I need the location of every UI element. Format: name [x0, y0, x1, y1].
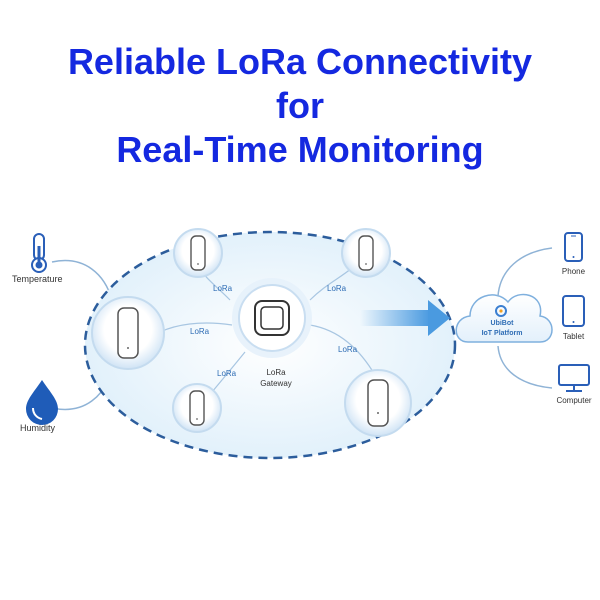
phone-icon: [564, 232, 583, 262]
sensor-bottom-left: [172, 383, 222, 433]
computer-connector: [497, 345, 553, 389]
computer-output: Computer: [556, 364, 592, 405]
lora-label-right: LoRa: [338, 345, 358, 354]
router-icon: [254, 300, 290, 336]
gateway-label-2: Gateway: [260, 379, 292, 388]
title-line-3: Real-Time Monitoring: [116, 129, 484, 170]
tablet-output: Tablet: [562, 295, 585, 341]
computer-label: Computer: [556, 396, 591, 405]
ubibot-logo-icon: [495, 305, 507, 317]
lora-gateway: LoRa Gateway: [232, 278, 312, 388]
lora-label-top-right: LoRa: [327, 284, 347, 293]
output-connectors: [497, 247, 553, 389]
iot-platform-cloud: UbiBot IoT Platform: [455, 293, 553, 343]
uplink-arrow: [360, 300, 450, 336]
temperature-input: Temperature: [12, 233, 63, 284]
phone-connector: [497, 247, 553, 297]
lora-label-top-left: LoRa: [213, 284, 233, 293]
thermometer-icon: [31, 233, 47, 273]
platform-subtitle: IoT Platform: [482, 330, 523, 337]
temperature-label: Temperature: [12, 274, 63, 284]
title-line-2: for: [276, 85, 324, 126]
platform-name: UbiBot: [491, 320, 515, 327]
humidity-input: Humidity: [20, 380, 58, 433]
lora-label-bottom-left: LoRa: [217, 369, 237, 378]
sensor-top-left: [173, 228, 223, 278]
tablet-label: Tablet: [563, 332, 585, 341]
lora-label-left: LoRa: [190, 327, 210, 336]
phone-label: Phone: [562, 267, 586, 276]
sensor-left: [91, 296, 165, 370]
computer-icon: [558, 364, 590, 392]
humidity-label: Humidity: [20, 423, 56, 433]
tablet-icon: [562, 295, 585, 327]
sensor-top-right: [341, 228, 391, 278]
phone-output: Phone: [562, 232, 586, 276]
gateway-label-1: LoRa: [266, 368, 286, 377]
cloud-icon: [455, 293, 553, 343]
title-line-1: Reliable LoRa Connectivity: [67, 41, 533, 82]
link-right: [309, 324, 376, 376]
sensor-bottom-right: [344, 369, 412, 437]
link-bottom-left: [211, 351, 246, 393]
